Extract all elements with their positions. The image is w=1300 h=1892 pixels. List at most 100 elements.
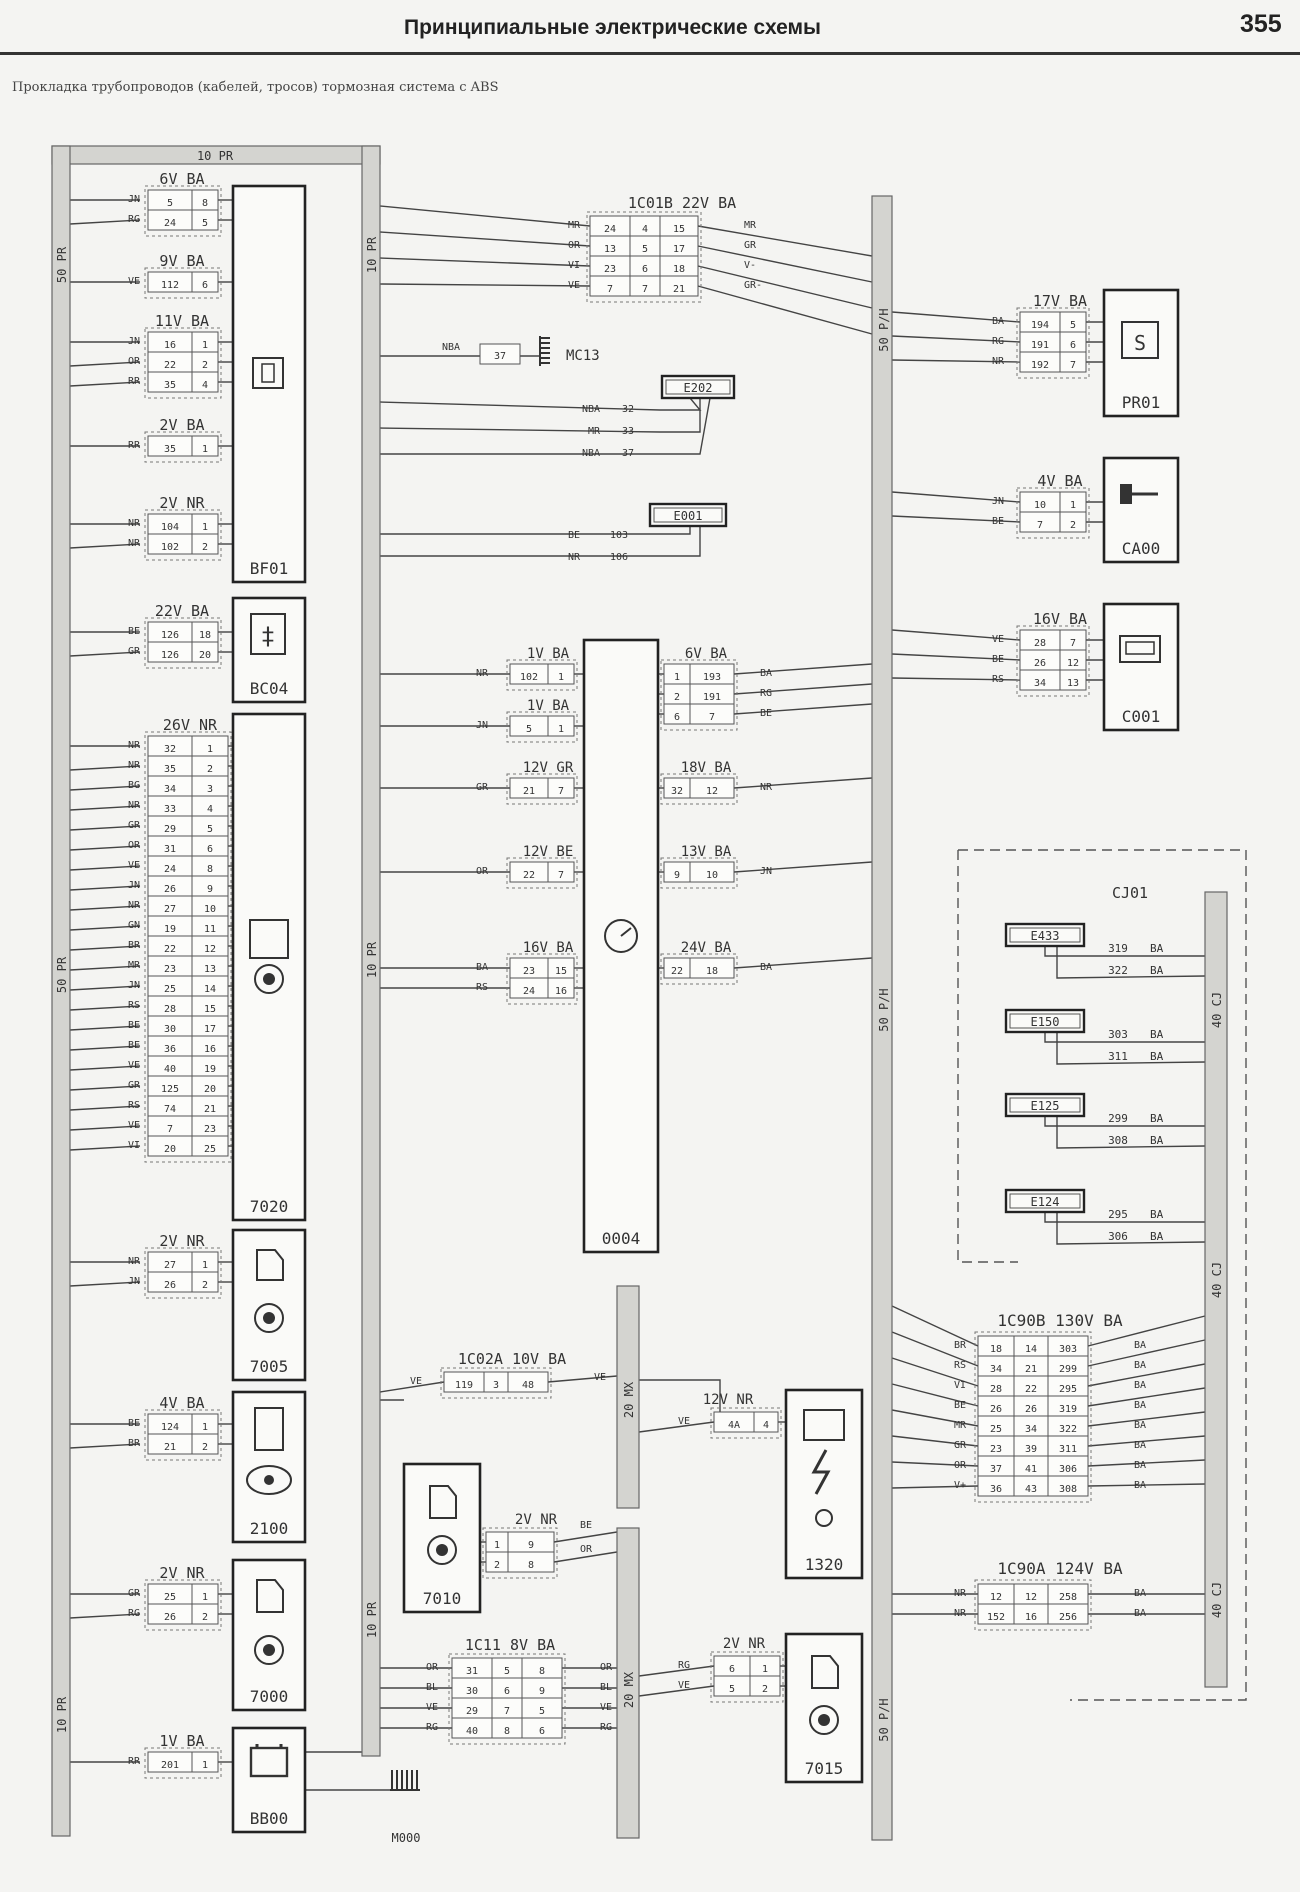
wire-c22vba — [69, 651, 141, 657]
c2vnr_c-cell-text: 25 — [164, 1592, 176, 1603]
junction-box-e001 — [648, 502, 728, 528]
component-c001-label: C001 — [1122, 707, 1161, 726]
wire-ic90b — [1087, 1315, 1206, 1347]
ic11-cell-text: 30 — [466, 1686, 478, 1697]
c1320-cell-text: 4 — [763, 1420, 769, 1431]
component-7005-label: 7005 — [250, 1357, 289, 1376]
ic90b-cell-text: 34 — [1025, 1424, 1037, 1435]
c26vnr-cell-text: 36 — [164, 1044, 176, 1055]
wire-c26vnr — [69, 1025, 141, 1031]
wheel-sensor-icon — [254, 1635, 284, 1665]
c22vba-outline — [144, 617, 222, 669]
cc001-cell-text: 34 — [1034, 678, 1046, 689]
c0004_18vba-title: 18V BA — [681, 760, 732, 776]
junction-box-e150 — [1009, 1013, 1081, 1029]
component-bb00-label: BB00 — [250, 1809, 289, 1828]
component-7020: 7020 — [231, 712, 307, 1222]
wire-code: BE — [568, 530, 580, 541]
wire-code: GR — [954, 1440, 967, 1451]
c0004_12vbe-cell-text: 7 — [558, 870, 564, 881]
c26vnr-cell-text: 10 — [204, 904, 216, 915]
wire-code: RR — [128, 440, 141, 451]
ic02a-title: 1C02A 10V BA — [458, 1350, 566, 1368]
harness-label: 50 PR — [55, 246, 69, 283]
wire-code: BE — [992, 654, 1004, 665]
c1vba_bb-cell-text: 1 — [202, 1760, 208, 1771]
component-7000-label: 7000 — [250, 1687, 289, 1706]
wire-ic90b — [891, 1409, 979, 1427]
wire-code: JN — [128, 194, 140, 205]
cc001-cell — [1059, 669, 1087, 691]
wire-c26vnr — [69, 1005, 141, 1011]
c0004_16vba-cell-text: 16 — [555, 986, 567, 997]
harness-label: 10 PR — [197, 149, 234, 163]
wire-c7015 — [638, 1665, 715, 1677]
c6vba-cell-text: 24 — [164, 218, 176, 229]
ic90b-cell-text: 14 — [1025, 1344, 1037, 1355]
wire-code: RS — [476, 982, 488, 993]
c26vnr-cell-text: 6 — [207, 844, 213, 855]
c7015-cell-text: 5 — [729, 1684, 735, 1695]
c26vnr-outline — [144, 731, 232, 1163]
ic90b-cell-text: 18 — [990, 1344, 1002, 1355]
wire-ic01b — [697, 225, 873, 257]
wire-ic90b — [1087, 1339, 1206, 1367]
wire-code: GR — [476, 782, 489, 793]
cj01-wire-number: 311 — [1108, 1050, 1128, 1063]
c11vba-cell-text: 1 — [202, 340, 208, 351]
wire-c26vnr — [69, 1085, 141, 1091]
c26vnr-cell-text: 17 — [204, 1024, 216, 1035]
c26vnr-cell-text: 28 — [164, 1004, 176, 1015]
ic90a-cell-text: 258 — [1059, 1592, 1077, 1603]
wire-cca00 — [891, 491, 1021, 503]
ic90b-cell-text: 22 — [1025, 1384, 1037, 1395]
wire-cc001 — [891, 629, 1021, 641]
c0004_6vba-cell — [689, 703, 735, 725]
cpr01-outline — [1016, 307, 1090, 379]
c9vba-cell-text: 112 — [161, 280, 179, 291]
c26vnr-cell-text: 14 — [204, 984, 216, 995]
c0004_13vba-cell-text: 9 — [674, 870, 680, 881]
wire-code: BA — [1134, 1340, 1146, 1351]
wire-code: OR — [954, 1460, 967, 1471]
component-bf01-label: BF01 — [250, 559, 289, 578]
wire-code: BL — [426, 1682, 438, 1693]
ic11-title: 1C11 8V BA — [465, 1636, 555, 1654]
junction-box-label: E124 — [1031, 1195, 1060, 1209]
sensor-icon — [429, 1485, 457, 1519]
junction-box-e125 — [1004, 1092, 1086, 1118]
c26vnr-cell-text: 9 — [207, 884, 213, 895]
c0004_12vgr-cell — [547, 777, 575, 799]
c26vnr-cell-text: 3 — [207, 784, 213, 795]
c0004_16vba-cell-text: 15 — [555, 966, 567, 977]
c0004_1vba_a-cell-text: 102 — [520, 672, 538, 683]
cj01-wire-number: 299 — [1108, 1112, 1128, 1125]
c26vnr-cell-text: 7 — [167, 1124, 173, 1135]
wire-cc001 — [891, 653, 1021, 661]
wire-c11vba — [69, 361, 141, 367]
c26vnr-cell-text: 16 — [204, 1044, 216, 1055]
wire-code: MR — [568, 220, 581, 231]
c0004_1vba_a-outline — [506, 659, 578, 691]
c9vba-outline — [144, 267, 222, 299]
c0004_1vba_b-outline — [506, 711, 578, 743]
c26vnr-cell-text: 23 — [164, 964, 176, 975]
wire-ic90b — [891, 1485, 979, 1489]
c0004_12vgr-outline — [506, 773, 578, 805]
ic11-cell-text: 29 — [466, 1706, 478, 1717]
component-2100: 2100 — [231, 1390, 307, 1544]
c0004_18vba-outline — [660, 773, 738, 805]
wire-code: 37 — [622, 448, 634, 459]
harness-label: 40 CJ — [1210, 1582, 1224, 1618]
wire-c26vnr — [69, 985, 141, 991]
c6vba-cell-text: 5 — [202, 218, 208, 229]
instrument-cluster-icon — [620, 927, 632, 937]
wire-c26vnr — [69, 865, 141, 871]
c26vnr-cell-text: 8 — [207, 864, 213, 875]
cc001-cell-text: 7 — [1070, 638, 1076, 649]
